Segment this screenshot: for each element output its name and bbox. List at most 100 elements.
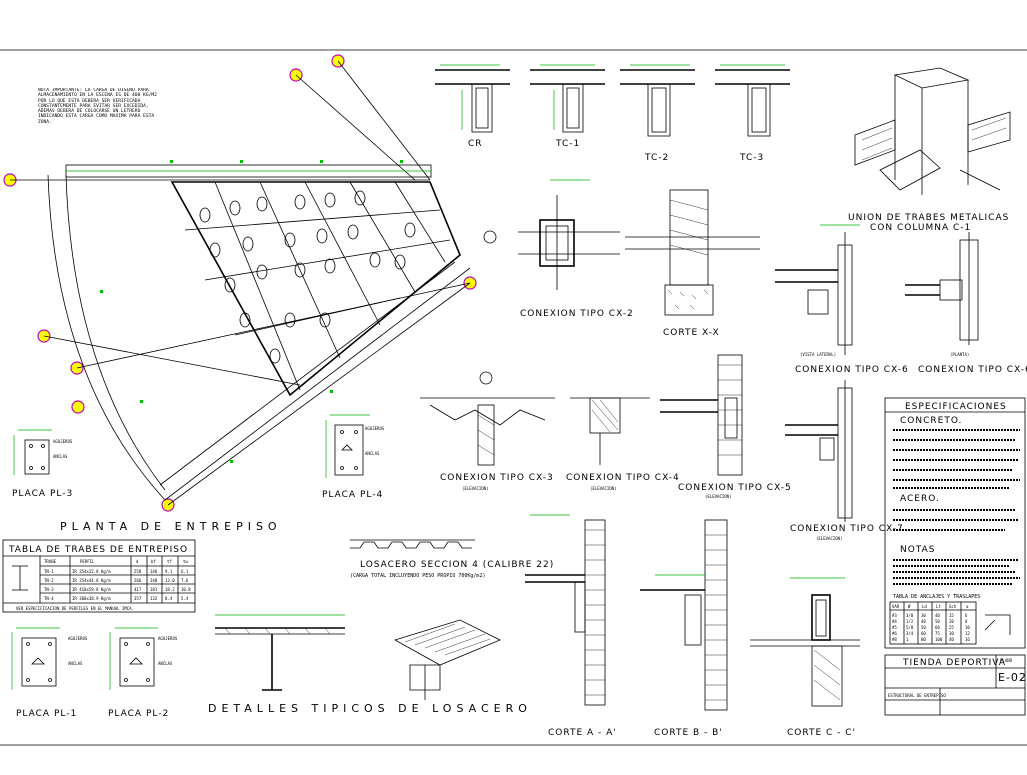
plate-pl2-title: PLACA PL-2 [108,709,169,719]
table-cell: IR 360x38.9 Kg/m [72,596,111,601]
beams-header-tf: tf [167,559,172,564]
beams-header-trabe: TRABE [44,559,57,564]
specs-steel-lines [893,509,1018,531]
connection-cx4: CONEXION TIPO CX-4 (ELEVACION) [566,397,679,491]
table-cell: 148 [150,578,158,583]
svg-text:ANCLAS: ANCLAS [365,451,380,456]
section-aa: CORTE A - A' [525,514,617,738]
plate-pl3: AGUJEROS ANCLAS PLACA PL-3 [12,429,73,499]
cx3-elevation-label: (ELEVACION) [462,486,489,491]
union-subtitle: CON COLUMNA C-1 [870,223,971,233]
table-cell: 5.4 [181,596,189,601]
table-cell: 5/8 [906,625,914,630]
beams-header-d: d [136,559,139,564]
beams-header-tw: tw [183,559,188,564]
anchors-header: VAR [892,604,900,609]
title-block: TIENDA DEPORTIVA PLANO E-02 ESTRUCTURAL … [884,654,1027,716]
section-cc: CORTE C - C' [750,577,860,738]
table-cell: 40 [949,637,954,642]
table-cell: 60 [921,631,926,636]
losacero-section: LOSACERO SECCION 4 (CALIBRE 22) (CARGA T… [350,539,553,579]
specs-title: ESPECIFICACIONES [905,402,1007,412]
table-cell: #3 [892,613,897,618]
plate-pl4: AGUJEROS ANCLAS PLACA PL-4 [322,414,385,500]
table-cell: 357 [134,596,142,601]
section-cr-title: CR [468,139,483,149]
table-cell: 50 [921,625,926,630]
table-cell: 417 [134,587,142,592]
svg-text:AGUJEROS: AGUJEROS [365,426,385,431]
project-name: TIENDA DEPORTIVA [902,658,1006,668]
svg-text:ANCLAS: ANCLAS [158,661,173,666]
svg-text:ANCLAS: ANCLAS [68,661,83,666]
anchors-table-title: TABLA DE ANCLAJES Y TRASLAPES [893,594,980,600]
losacero-details: DETALLES TIPICOS DE LOSACERO [208,614,527,715]
connection-cx6-lateral: (VISTA LATERAL) CONEXION TIPO CX-6 [775,224,908,375]
table-cell: 25 [949,625,954,630]
sheet-label: PLANO [1000,658,1013,663]
section-tc3: TC-3 [715,64,790,163]
plate-pl3-title: PLACA PL-3 [12,489,73,499]
cx6b-title: CONEXION TIPO CX-6 [918,365,1027,375]
plan-note-text: NOTA IMPORTANTE: LA CARGA DE DISEÑO PARA… [38,88,157,125]
table-cell: TN-2 [44,578,54,583]
plate-pl1: AGUJEROS ANCLAS PLACA PL-1 [11,627,88,719]
table-cell: 20 [949,619,954,624]
plan-note: NOTA IMPORTANTE: LA CARGA DE DISEÑO PARA… [38,88,157,125]
section-cr: CR [435,64,510,149]
section-xx: CORTE X-X [625,189,760,338]
section-tc2-title: TC-2 [644,153,669,163]
table-cell: IR 410x59.8 Kg/m [72,587,111,592]
section-bb: CORTE B - B' [640,519,728,738]
table-cell: TN-3 [44,587,54,592]
table-cell: 146 [150,569,158,574]
table-cell: 258 [134,569,142,574]
connection-cx5: CONEXION TIPO CX-5 (ELEVACION) [660,354,792,499]
table-cell: 10.8 [181,587,191,592]
table-cell: 50 [935,619,940,624]
table-cell: #4 [892,619,897,624]
cx5-title: CONEXION TIPO CX-5 [678,483,792,493]
aa-title: CORTE A - A' [548,728,617,738]
table-cell: 8 [965,619,968,624]
table-cell: 3/4 [906,631,914,636]
beams-table: TABLA DE TRABES DE ENTREPISO TRABE PERFI… [2,539,196,613]
svg-text:ANCLAS: ANCLAS [53,454,68,459]
table-cell: 40 [921,619,926,624]
plate-pl2: AGUJEROS ANCLAS PLACA PL-2 [108,627,178,719]
connection-cx6-plan: (PLANTA) CONEXION TIPO CX-6 [905,232,1027,375]
slab-openings [199,190,416,364]
specifications-panel: ESPECIFICACIONES CONCRETO. ACERO. NOTAS … [884,397,1026,649]
anchors-header: Ø [908,604,911,609]
plate-pl4-title: PLACA PL-4 [322,490,383,500]
table-cell: 8.4 [165,596,173,601]
svg-text:AGUJEROS: AGUJEROS [53,439,73,444]
connection-cx2: CONEXION TIPO CX-2 [483,179,633,319]
table-cell: #6 [892,631,897,636]
beam-column-union: UNION DE TRABES METALICAS CON COLUMNA C-… [848,67,1011,233]
table-cell: TN-4 [44,596,54,601]
sheet-number: E-02 [998,671,1027,684]
cx5-elevation-label: (ELEVACION) [705,494,732,499]
connection-cx3: CONEXION TIPO CX-3 (ELEVACION) [420,371,555,491]
table-cell: 100 [935,637,943,642]
anchors-header: Ld [922,604,927,609]
section-tc1-title: TC-1 [555,139,580,149]
plan-title: PLANTA DE ENTREPISO [60,520,282,533]
xx-title: CORTE X-X [663,328,720,338]
table-cell: 3/8 [906,613,914,618]
sheet-content: ESTRUCTURAL DE ENTREPISO [888,693,946,698]
table-cell: 60 [935,625,940,630]
section-tc2: TC-2 [620,64,695,163]
specs-steel-heading: ACERO. [900,494,940,504]
specs-concrete-lines [893,429,1020,489]
anchors-header: Gch [949,604,957,609]
losacero-subtitle: (CARGA TOTAL INCLUYENDO PESO PROPIO 700K… [350,573,485,579]
table-cell: 10 [965,625,970,630]
table-cell: 16 [965,637,970,642]
beams-table-title: TABLA DE TRABES DE ENTREPISO [8,545,188,555]
section-tc3-title: TC-3 [739,153,764,163]
table-cell: 181 [150,587,158,592]
table-cell: 132 [150,596,158,601]
